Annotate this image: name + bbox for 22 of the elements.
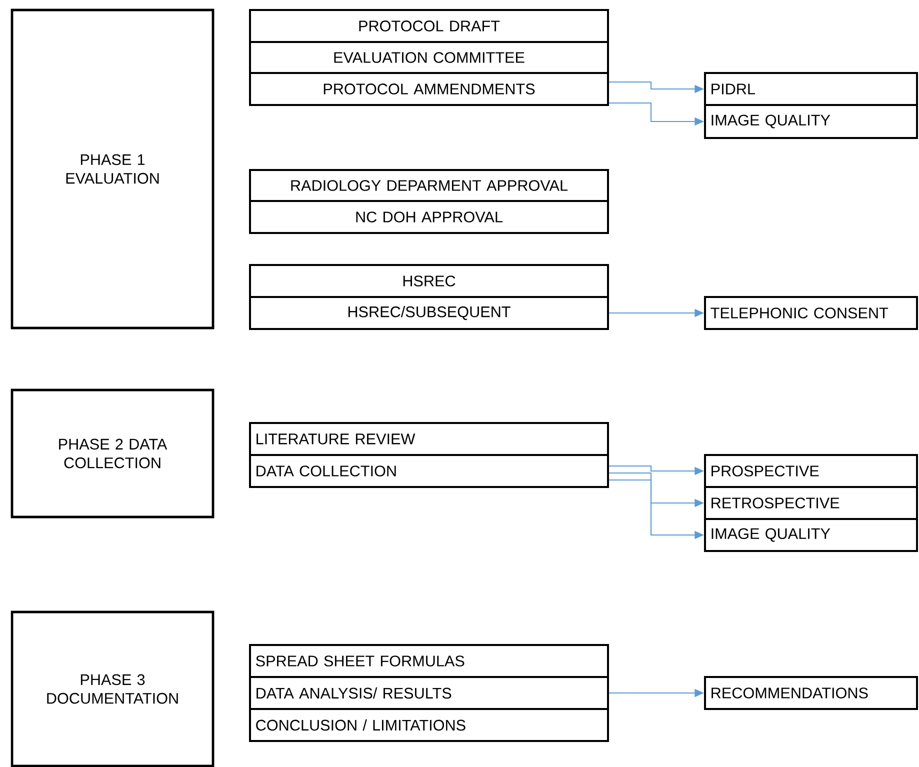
table-row: NC DOH APPROVAL: [249, 200, 609, 234]
table-row: RADIOLOGY DEPARMENT APPROVAL: [249, 169, 609, 202]
phase-box: PHASE 1 EVALUATION: [10, 8, 214, 330]
phase-box: PHASE 2 DATA COLLECTION: [10, 388, 214, 518]
table-row: PROTOCOL AMMENDMENTS: [249, 72, 609, 106]
table-row: PIDRL: [704, 72, 918, 106]
table-row: LITERATURE REVIEW: [249, 422, 609, 456]
table-row: DATA ANALYSIS/ RESULTS: [249, 676, 609, 710]
table-row: RETROSPECTIVE: [704, 486, 918, 520]
table-row: SPREAD SHEET FORMULAS: [249, 644, 609, 678]
table-row: DATA COLLECTION: [249, 454, 609, 488]
phase-box: PHASE 3 DOCUMENTATION: [10, 610, 214, 767]
table-row: IMAGE QUALITY: [704, 518, 918, 552]
table-row: EVALUATION COMMITTEE: [249, 41, 609, 74]
table-row: PROTOCOL DRAFT: [249, 9, 609, 43]
table-row: RECOMMENDATIONS: [704, 676, 918, 710]
table-row: TELEPHONIC CONSENT: [704, 296, 918, 330]
table-row: HSREC: [249, 264, 609, 298]
table-row: IMAGE QUALITY: [704, 104, 918, 139]
table-row: CONCLUSION / LIMITATIONS: [249, 708, 609, 742]
table-row: HSREC/SUBSEQUENT: [249, 296, 609, 330]
table-row: PROSPECTIVE: [704, 454, 918, 488]
